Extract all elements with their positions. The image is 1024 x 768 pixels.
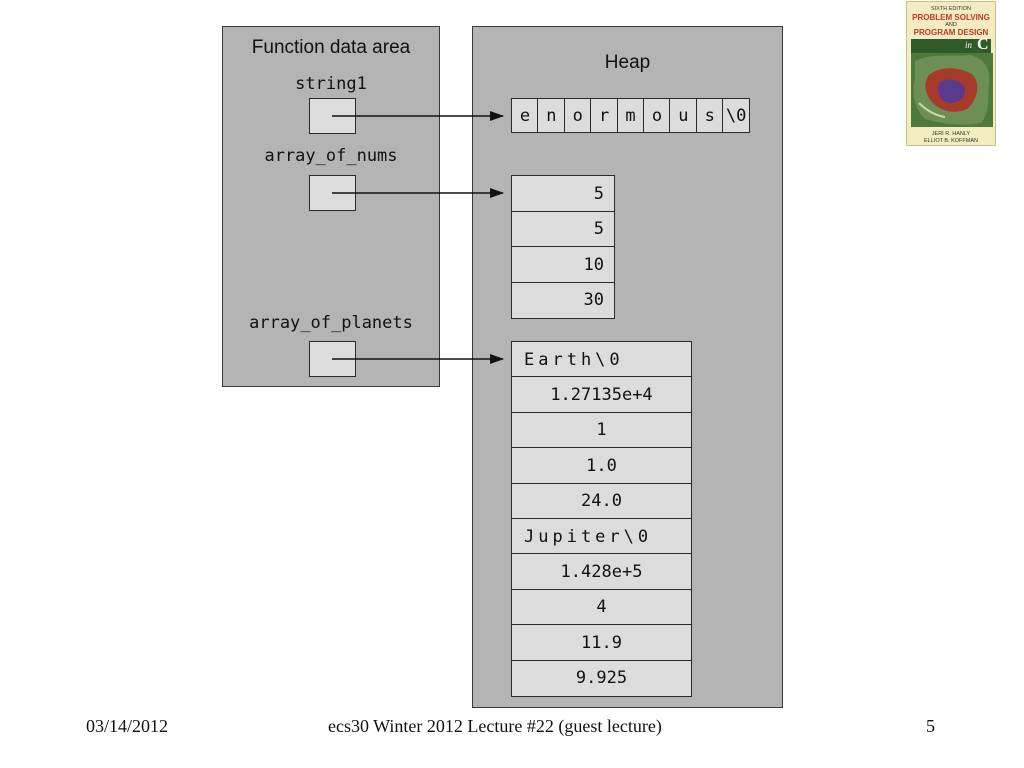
planet-value-cell: 24.0 <box>511 482 692 520</box>
planet-name-cell: Jupiter\0 <box>511 518 692 555</box>
pointer-box-array-of-planets <box>309 341 356 377</box>
book-band: in C <box>911 36 991 53</box>
footer-date: 03/14/2012 <box>86 716 169 736</box>
num-cell: 5 <box>511 175 615 212</box>
string-char-cell: m <box>616 98 645 133</box>
planet-value-cell: 1.428e+5 <box>511 553 692 591</box>
string-char-cell: e <box>511 98 539 133</box>
pointer-box-array-of-nums <box>309 175 356 211</box>
book-title-line1: PROBLEM SOLVING <box>912 13 990 22</box>
book-cover-image: SIXTH EDITION PROBLEM SOLVING AND PROGRA… <box>906 1 996 146</box>
num-cell: 10 <box>511 246 615 283</box>
planet-value-cell: 11.9 <box>511 624 692 662</box>
num-cell: 30 <box>511 281 615 319</box>
book-edition: SIXTH EDITION <box>930 6 972 12</box>
var-label-array-of-planets: array_of_planets <box>249 313 413 333</box>
function-data-area-title: Function data area <box>251 37 411 58</box>
var-label-string1: string1 <box>295 74 367 94</box>
string-char-cell: s <box>695 98 724 133</box>
string-char-cell: r <box>590 98 619 133</box>
var-label-array-of-nums: array_of_nums <box>264 146 398 166</box>
string-char-cell: \0 <box>722 98 751 133</box>
book-title-line2: PROGRAM DESIGN <box>913 28 989 37</box>
footer-page-number: 5 <box>926 716 935 736</box>
string-char-cell: o <box>563 98 592 133</box>
string-char-cell: u <box>669 98 698 133</box>
num-cell: 5 <box>511 210 615 248</box>
pointer-box-string1 <box>309 98 356 134</box>
planet-value-cell: 1.0 <box>511 447 692 485</box>
function-data-area-panel: Function data area <box>222 26 440 387</box>
planet-value-cell: 4 <box>511 588 692 626</box>
book-cover-art <box>911 53 993 127</box>
book-author2: ELLIOT B. KOFFMAN <box>924 138 978 144</box>
string-char-cell: o <box>643 98 671 133</box>
planet-value-cell: 1 <box>511 411 692 449</box>
book-and: AND <box>945 22 957 28</box>
book-lang: C <box>977 36 989 53</box>
planet-name-cell: Earth\0 <box>511 341 692 378</box>
heap-title: Heap <box>604 52 651 73</box>
planet-value-cell: 9.925 <box>511 659 692 697</box>
book-author1: JERI R. HANLY <box>931 131 971 137</box>
string-char-cell: n <box>537 98 566 133</box>
footer-title: ecs30 Winter 2012 Lecture #22 (guest lec… <box>328 716 662 736</box>
planet-value-cell: 1.27135e+4 <box>511 376 692 414</box>
book-in: in <box>965 40 973 50</box>
